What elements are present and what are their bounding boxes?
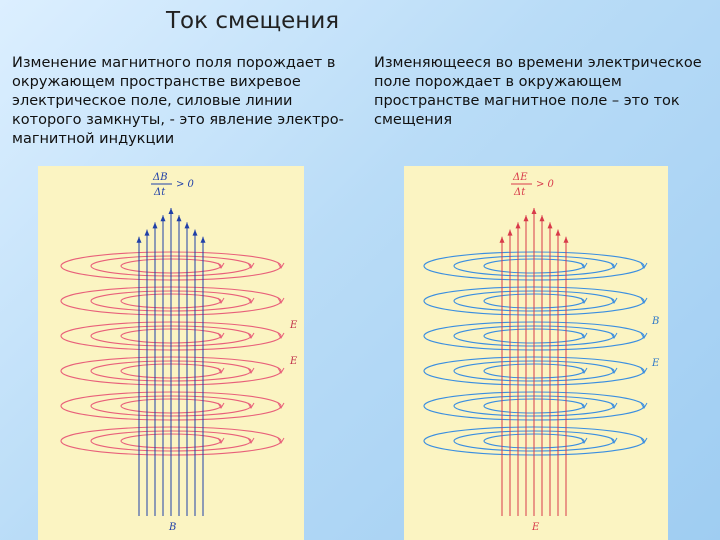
formula-right-relation: > 0: [536, 179, 555, 190]
side-label-left-2: E: [289, 356, 298, 367]
field-line-arrowhead: [507, 229, 513, 236]
loop-arrow: [247, 367, 255, 374]
loop-arrow: [277, 402, 285, 409]
loop-arrow: [580, 402, 588, 409]
loop-arrow: [247, 262, 255, 269]
loop-arrow: [580, 297, 588, 304]
slide-title: Ток смещения: [166, 8, 340, 34]
formula-left: ΔB Δt > 0: [151, 172, 195, 198]
loop-arrow: [247, 332, 255, 339]
loop-arrow: [277, 262, 285, 269]
loop-arrow: [580, 332, 588, 339]
formula-left-numerator: ΔB: [152, 172, 168, 183]
loop-arrow: [610, 297, 618, 304]
induction-diagram: ΔB Δt > 0 E E B: [38, 166, 304, 540]
displacement-current-diagram: ΔE Δt > 0 B E E: [404, 166, 668, 540]
loop-arrow: [217, 332, 225, 339]
loop-arrow: [580, 437, 588, 444]
loop-arrow: [640, 297, 648, 304]
loop-arrow: [580, 367, 588, 374]
formula-right-denominator: Δt: [513, 187, 526, 198]
loop-arrow: [247, 402, 255, 409]
field-rings-right: [423, 251, 648, 456]
loop-arrow: [610, 332, 618, 339]
field-line-arrowhead: [555, 229, 561, 236]
loop-arrow: [640, 402, 648, 409]
loop-arrow: [277, 297, 285, 304]
loop-arrow: [610, 262, 618, 269]
loop-arrow: [217, 402, 225, 409]
formula-left-relation: > 0: [176, 179, 195, 190]
loop-arrow: [640, 367, 648, 374]
field-line-arrowhead: [200, 236, 206, 243]
right-description: Изменяющееся во времени электрическое по…: [374, 55, 702, 128]
field-lines-left: [136, 208, 206, 516]
left-description: Изменение магнитного поля порождает в ок…: [12, 55, 344, 147]
loop-arrow: [640, 262, 648, 269]
field-line-arrowhead: [136, 236, 142, 243]
loop-arrow: [217, 437, 225, 444]
loop-arrow: [610, 437, 618, 444]
side-label-right-2: E: [651, 358, 660, 369]
bottom-label-right: E: [531, 522, 540, 533]
loop-arrow: [640, 332, 648, 339]
loop-arrow: [247, 437, 255, 444]
field-line-arrowhead: [176, 215, 182, 222]
field-line-arrowhead: [539, 215, 545, 222]
field-lines-right: [499, 208, 569, 516]
loop-arrow: [247, 297, 255, 304]
field-rings-left: [60, 251, 285, 456]
loop-arrow: [217, 262, 225, 269]
loop-arrow: [610, 367, 618, 374]
loop-arrow: [277, 367, 285, 374]
field-line-arrowhead: [547, 222, 553, 229]
field-line-arrowhead: [192, 229, 198, 236]
formula-left-denominator: Δt: [153, 187, 166, 198]
formula-right-numerator: ΔE: [512, 172, 528, 183]
field-line-arrowhead: [531, 208, 537, 214]
bottom-label-left: B: [168, 522, 176, 533]
field-line-arrowhead: [152, 222, 158, 229]
field-line-arrowhead: [160, 215, 166, 222]
field-line-arrowhead: [184, 222, 190, 229]
field-line-arrowhead: [523, 215, 529, 222]
displacement-diagram-svg: ΔE Δt > 0 B E E: [423, 172, 660, 533]
side-label-right-1: B: [651, 316, 659, 327]
loop-arrow: [277, 437, 285, 444]
field-line-arrowhead: [499, 236, 505, 243]
field-line-arrowhead: [168, 208, 174, 214]
formula-right: ΔE Δt > 0: [511, 172, 555, 198]
loop-arrow: [640, 437, 648, 444]
field-line-arrowhead: [144, 229, 150, 236]
field-line-arrowhead: [563, 236, 569, 243]
loop-arrow: [217, 367, 225, 374]
loop-arrow: [277, 332, 285, 339]
loop-arrow: [217, 297, 225, 304]
induction-diagram-svg: ΔB Δt > 0 E E B: [60, 172, 298, 533]
loop-arrow: [580, 262, 588, 269]
field-line-arrowhead: [515, 222, 521, 229]
loop-arrow: [610, 402, 618, 409]
side-label-left-1: E: [289, 320, 298, 331]
